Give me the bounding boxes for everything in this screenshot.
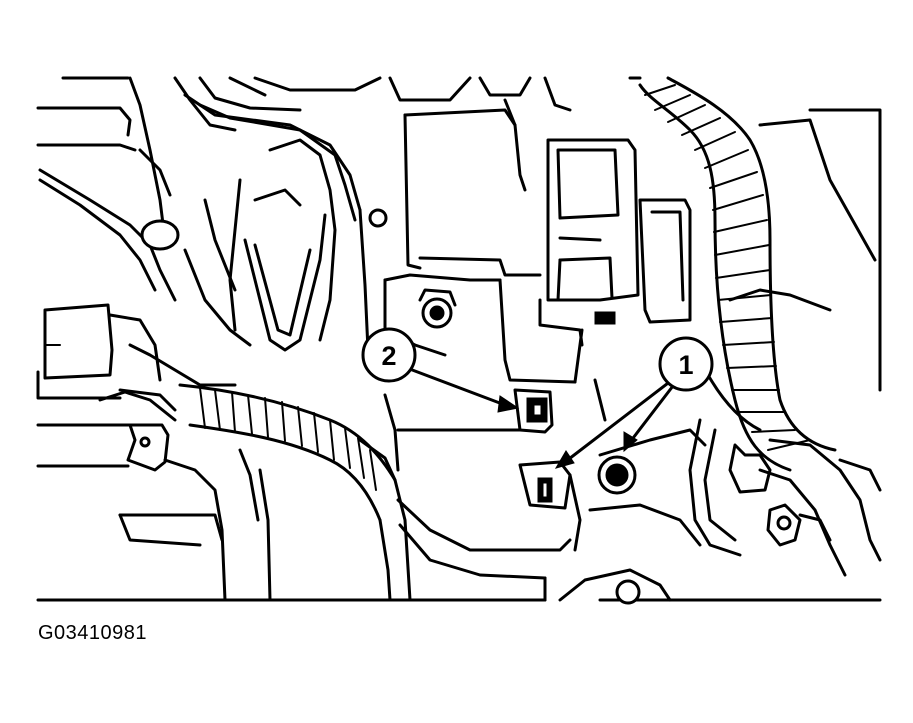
- callout-1-label: 1: [678, 350, 693, 380]
- frame-lines: [36, 76, 882, 602]
- bracket-with-nut-1: [518, 428, 707, 605]
- central-module: [383, 108, 577, 602]
- lower-left-wire-loom: [98, 383, 412, 602]
- callout-2: 2: [361, 327, 417, 383]
- callout-leaders: [405, 366, 678, 469]
- callout-2-label: 2: [381, 341, 396, 371]
- callout-1: 1: [658, 336, 714, 392]
- left-component: [43, 303, 272, 602]
- relay-box: [538, 138, 692, 422]
- right-wire-loom: [638, 76, 837, 557]
- triangular-bracket: [183, 138, 370, 352]
- figure-code: G03410981: [38, 622, 148, 644]
- sensor-connector-2: [513, 388, 554, 434]
- upper-left-brackets: [38, 76, 572, 302]
- harness-plug: [728, 438, 882, 577]
